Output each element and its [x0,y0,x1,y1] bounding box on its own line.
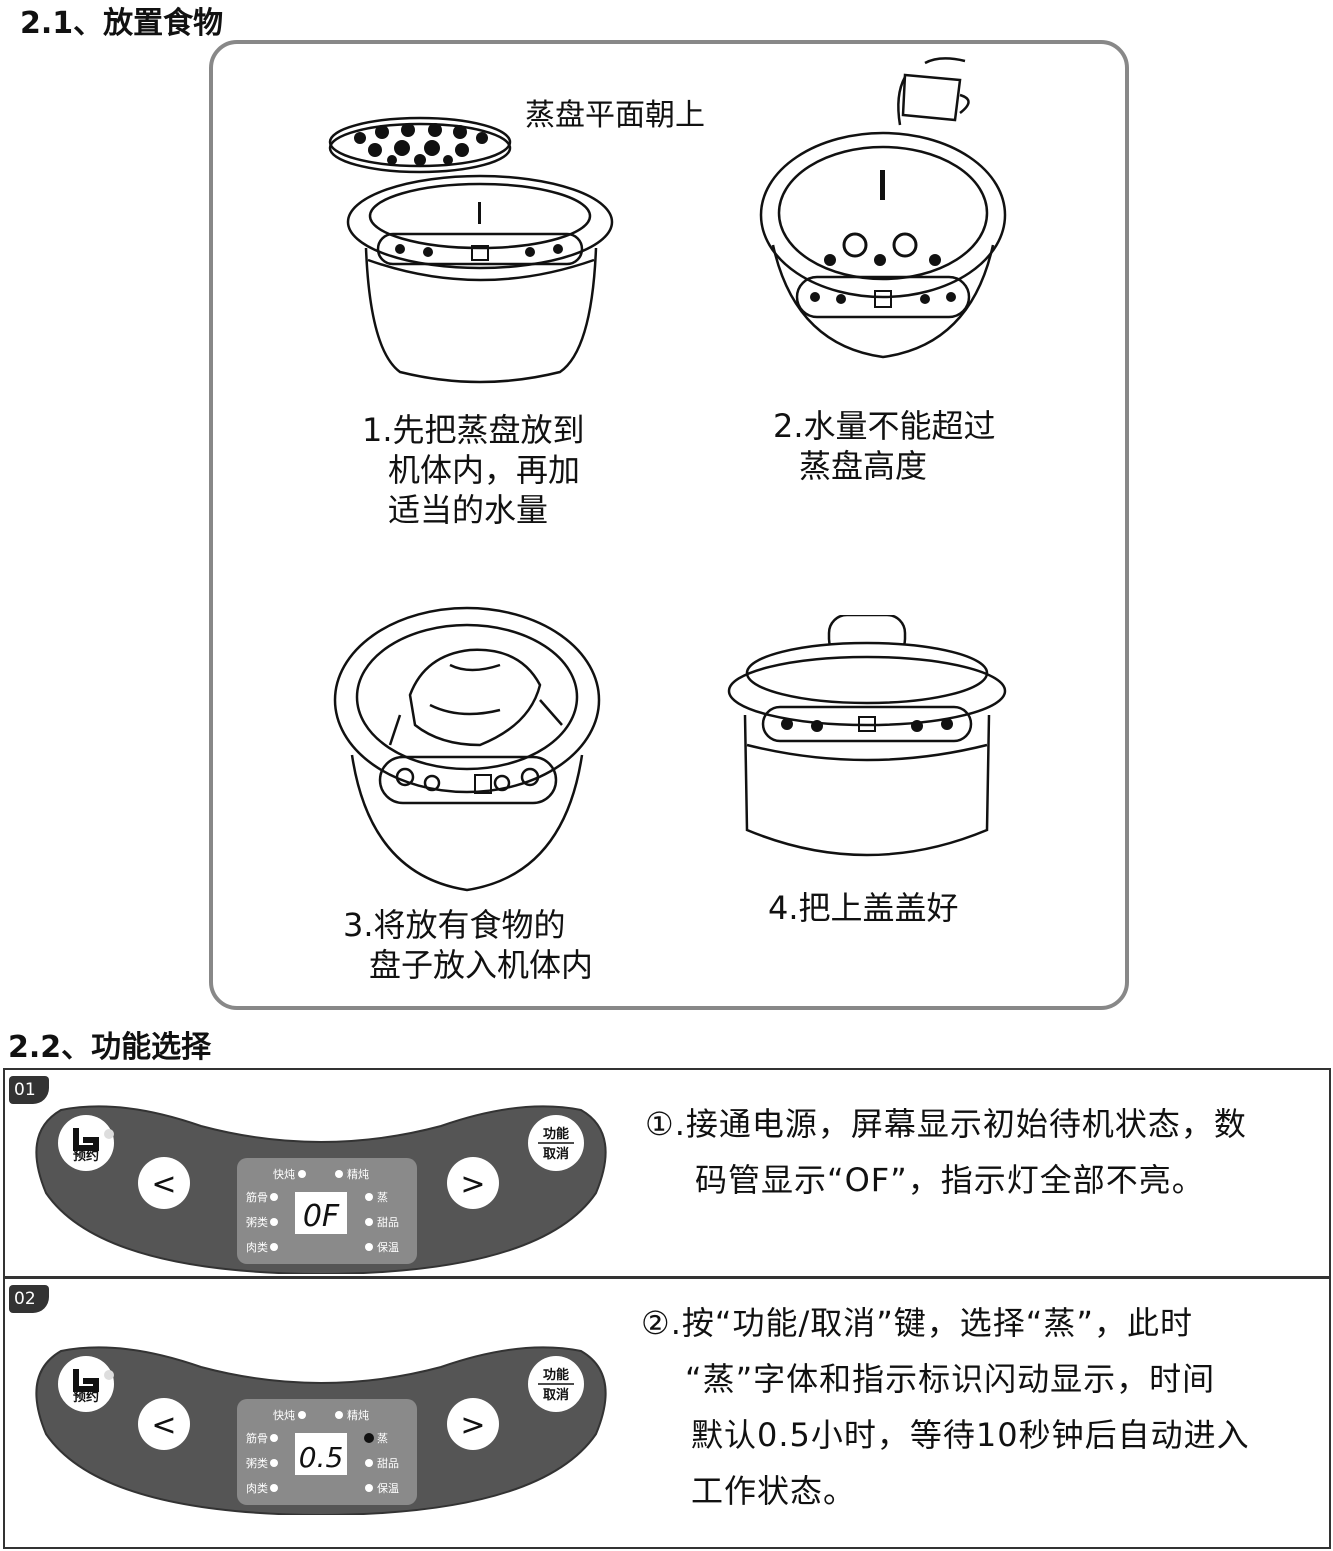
control-panel: 预约 功能 取消 < > 快炖 精炖 筋骨 蒸 粥类 甜品 肉类 [35,1105,607,1274]
mode-label-bone: 筋骨 [246,1431,268,1445]
reserve-label: 预约 [73,1148,99,1164]
cancel-label: 取消 [543,1387,569,1403]
reserve-indicator-light [104,1129,114,1139]
mode-label-dessert: 甜品 [377,1457,399,1470]
mode-label-steam: 蒸 [377,1191,388,1204]
row-1-desc-line-1: ①.接通电源，屏幕显示初始待机状态，数 [645,1105,1247,1143]
step-2-caption: 2.水量不能超过 蒸盘高度 [773,406,996,486]
mode-label-porridge: 粥类 [246,1456,268,1470]
reserve-button[interactable]: 预约 [58,1115,114,1171]
left-arrow-button[interactable]: < [138,1157,190,1209]
function-cancel-button[interactable]: 功能 取消 [528,1115,584,1171]
right-arrow-button[interactable]: > [447,1157,499,1209]
step-1-line-1: 1.先把蒸盘放到 [362,411,585,449]
step-2-line-1: 2.水量不能超过 [773,407,996,445]
mode-label-meat: 肉类 [246,1240,268,1254]
mode-label-porridge: 粥类 [246,1215,268,1229]
mode-label-quick-stew: 快炖 [273,1168,295,1181]
function-row-1: 01 预约 功能 取消 < > 快炖 精炖 筋骨 蒸 粥类 [3,1068,1331,1278]
reserve-label: 预约 [73,1389,99,1405]
left-arrow-icon: < [151,1167,176,1202]
step-3-line-1: 3.将放有食物的 [343,906,566,944]
row-number-badge: 02 [9,1285,49,1313]
mode-label-meat: 肉类 [246,1481,268,1495]
left-arrow-icon: < [151,1408,176,1443]
reserve-button[interactable]: 预约 [58,1356,114,1412]
right-arrow-icon: > [460,1167,485,1202]
section-heading-place-food: 2.1、放置食物 [20,6,224,41]
right-arrow-button[interactable]: > [447,1398,499,1450]
left-arrow-button[interactable]: < [138,1398,190,1450]
row-1-description: ①.接通电源，屏幕显示初始待机状态，数 码管显示“OF”，指示灯全部不亮。 [645,1096,1247,1208]
mode-label-fine-stew: 精炖 [347,1409,369,1422]
illustration-step1-cooker [328,116,614,384]
digital-display [295,1192,347,1234]
mode-label-quick-stew: 快炖 [273,1409,295,1422]
steam-indicator-active [364,1433,374,1443]
row-1-desc-line-2: 码管显示“OF”，指示灯全部不亮。 [695,1161,1205,1199]
row-2-desc-line-3: 默认0.5小时，等待10秒钟后自动进入 [691,1416,1250,1454]
step-1-line-2: 机体内，再加 [388,451,581,489]
step-3-line-2: 盘子放入机体内 [369,946,594,984]
cancel-label: 取消 [543,1146,569,1162]
illustration-step2-water [759,57,1007,359]
step-4-caption: 4.把上盖盖好 [768,888,959,928]
row-number-badge: 01 [9,1076,49,1104]
mode-label-dessert: 甜品 [377,1216,399,1229]
step-4-line-1: 4.把上盖盖好 [768,889,959,927]
mode-label-keep-warm: 保温 [377,1481,399,1495]
function-label: 功能 [543,1126,569,1142]
row-2-desc-line-1: ②.按“功能/取消”键，选择“蒸”，此时 [641,1304,1193,1342]
right-arrow-icon: > [460,1408,485,1443]
row-2-desc-line-2: “蒸”字体和指示标识闪动显示，时间 [685,1360,1216,1398]
mode-label-bone: 筋骨 [246,1190,268,1204]
mode-label-fine-stew: 精炖 [347,1168,369,1181]
step-2-line-2: 蒸盘高度 [799,447,928,485]
instruction-frame [209,40,1129,1010]
function-label: 功能 [543,1367,569,1383]
mode-label-steam: 蒸 [377,1432,388,1445]
function-cancel-button[interactable]: 功能 取消 [528,1356,584,1412]
mode-label-keep-warm: 保温 [377,1240,399,1254]
control-panel: 预约 功能 取消 < > 快炖 精炖 筋骨 蒸 粥类 甜品 肉类 [35,1346,607,1515]
illustration-step3-food [333,606,601,892]
illustration-step4-lid [727,615,1007,857]
step-1-caption: 1.先把蒸盘放到 机体内，再加 适当的水量 [362,410,585,530]
display-value: 0.5 [299,1441,344,1474]
step-3-caption: 3.将放有食物的 盘子放入机体内 [343,905,593,985]
digital-display [295,1433,347,1475]
step-1-line-3: 适当的水量 [388,491,549,529]
reserve-indicator-light [104,1370,114,1380]
display-value: 0F [303,1199,340,1234]
section-heading-function-select: 2.2、功能选择 [8,1030,212,1065]
row-2-desc-line-4: 工作状态。 [691,1472,857,1510]
function-row-2: 02 预约 功能 取消 < > 快炖 精炖 筋骨 蒸 粥类 [3,1277,1331,1549]
steam-plate-label: 蒸盘平面朝上 [525,98,705,133]
row-2-description: ②.按“功能/取消”键，选择“蒸”，此时 “蒸”字体和指示标识闪动显示，时间 默… [641,1295,1250,1519]
